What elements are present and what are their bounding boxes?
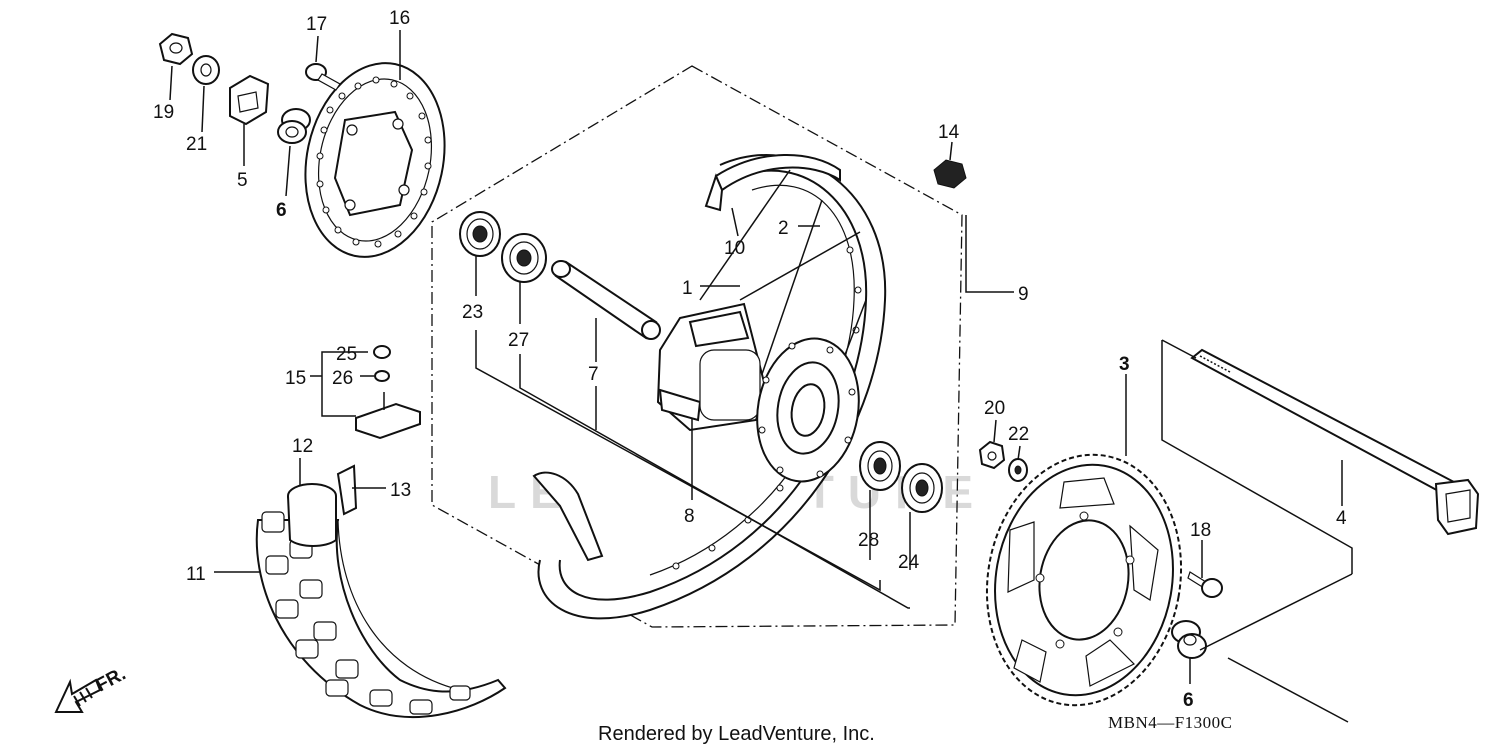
spacer-7 (551, 260, 661, 340)
bearing-23 (459, 211, 501, 257)
collar-6-bottom (1171, 620, 1207, 659)
callout-8: 8 (684, 506, 695, 527)
bolt-17 (305, 63, 341, 91)
bearing-27 (501, 233, 547, 283)
diagram-code: MBN4—F1300C (1108, 713, 1233, 732)
callout-20: 20 (984, 398, 1005, 419)
callout-22: 22 (1008, 424, 1029, 445)
callout-12: 12 (292, 436, 313, 457)
washer-21 (192, 55, 220, 85)
callout-21: 21 (186, 134, 207, 155)
axle-bracket-line (1161, 340, 1353, 574)
footer-credit: Rendered by LeadVenture, Inc. (598, 723, 875, 745)
nut-14 (933, 159, 967, 189)
callout-18: 18 (1190, 520, 1211, 541)
callout-7: 7 (588, 364, 599, 385)
front-arrow-hatching (73, 687, 93, 707)
front-arrow-icon (54, 678, 102, 713)
axle-bracket-line-2 (1161, 339, 1197, 359)
callout-5: 5 (237, 170, 248, 191)
callout-15: 15 (285, 368, 306, 389)
collar-to-bracket-line (1227, 657, 1349, 723)
callout-16: 16 (389, 8, 410, 29)
adjuster-plate-5 (229, 74, 270, 126)
collar-6-top (277, 108, 311, 144)
callout-10: 10 (724, 238, 745, 259)
callout-14: 14 (938, 122, 960, 143)
wheel (532, 154, 887, 620)
nut-20 (978, 440, 1006, 470)
rim-lock-15 (355, 345, 421, 440)
callout-24: 24 (898, 552, 920, 573)
front-direction-indicator: FR. (54, 664, 129, 713)
callout-23: 23 (462, 302, 483, 323)
callout-11: 11 (186, 564, 206, 585)
bolt-18 (1187, 571, 1223, 598)
axle-to-collar-line (1199, 573, 1353, 651)
callout-28: 28 (858, 530, 879, 551)
callout-3: 3 (1119, 354, 1130, 375)
callout-25: 25 (336, 344, 357, 365)
callout-27: 27 (508, 330, 529, 351)
sprocket (985, 453, 1183, 707)
nut-19 (158, 32, 194, 66)
callout-13: 13 (390, 480, 411, 501)
bearing-24 (901, 463, 943, 513)
callout-1: 1 (682, 278, 693, 299)
callout-4: 4 (1336, 508, 1347, 529)
callout-19: 19 (153, 102, 174, 123)
callout-26: 26 (332, 368, 353, 389)
callout-2: 2 (778, 218, 789, 239)
wheel-assembly-outline (431, 65, 963, 628)
axle (1190, 348, 1480, 536)
callout-6-bottom: 6 (1183, 690, 1194, 711)
callout-6-top: 6 (276, 200, 287, 221)
leader-lines (169, 30, 1343, 684)
brake-disc (304, 62, 446, 258)
tire (255, 464, 507, 718)
callout-9: 9 (1018, 284, 1029, 305)
bearing-28 (859, 441, 901, 491)
washer-22 (1008, 458, 1028, 482)
callouts: 19 21 5 6 17 16 14 10 2 1 9 23 27 7 8 28… (153, 8, 1347, 711)
callout-17: 17 (306, 14, 327, 35)
